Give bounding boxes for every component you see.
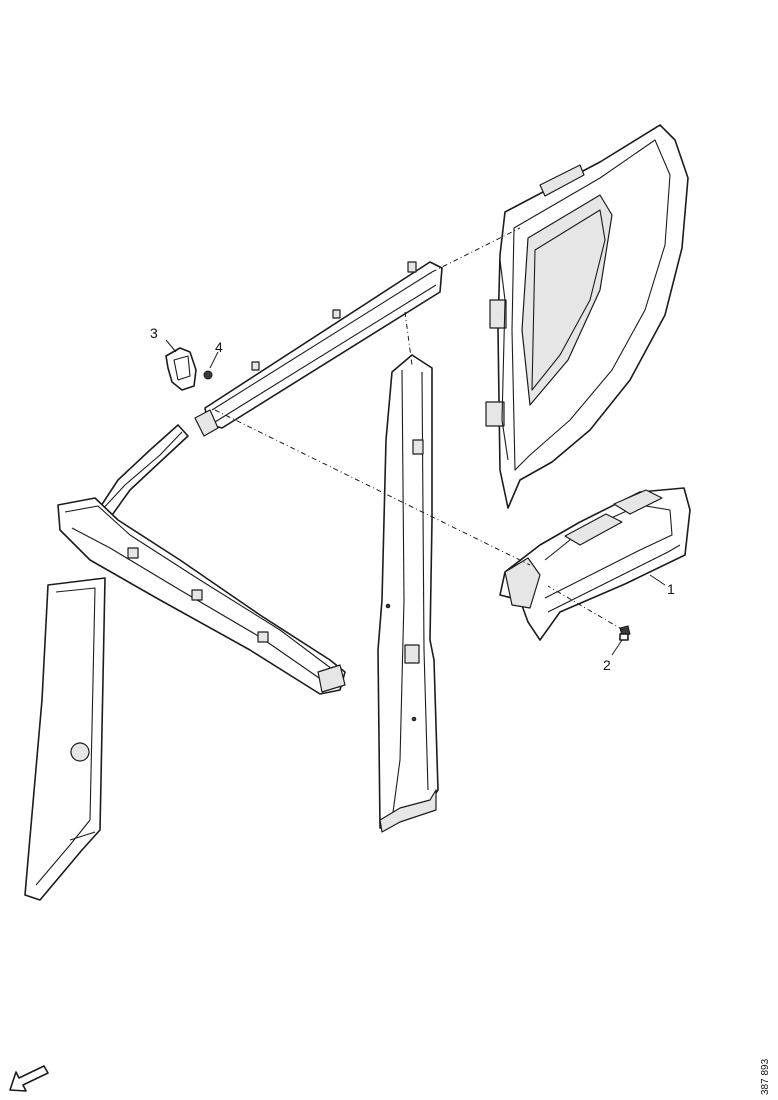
a-pillar-lower-trim [24, 577, 106, 901]
rear-quarter-window-frame [485, 124, 689, 509]
b-pillar-trim [377, 354, 439, 833]
sill-trim [57, 497, 346, 695]
nut [203, 370, 213, 380]
callout-2: 2 [603, 657, 611, 673]
screw [619, 625, 631, 641]
grab-handle [499, 487, 691, 641]
callout-4: 4 [215, 339, 223, 355]
clip [165, 347, 197, 391]
callout-1: 1 [667, 581, 675, 597]
callout-lines [165, 339, 666, 656]
arrow-down-left-icon [9, 1065, 49, 1092]
roof-rail-trim [194, 261, 443, 437]
figure-number: 387 893 [760, 1058, 771, 1095]
assembly-leader-lines [214, 227, 624, 631]
callout-3: 3 [150, 325, 158, 341]
a-pillar-upper-trim [94, 424, 189, 519]
